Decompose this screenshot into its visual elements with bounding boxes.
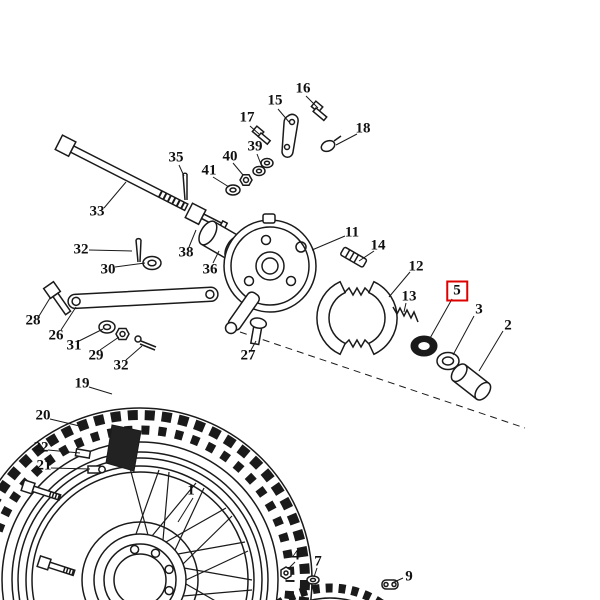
part-label-22: 22 (33, 439, 49, 456)
valve-piece (87, 465, 106, 474)
sprocket-drawing (276, 566, 399, 600)
torque-arm-drawing (42, 280, 219, 351)
wheel-drawing (0, 407, 313, 600)
part-label-2: 2 (504, 317, 512, 334)
part-label-41: 41 (201, 162, 217, 179)
part-label-17: 17 (239, 109, 255, 126)
seal-washer-drawing (436, 351, 460, 371)
part-label-30: 30 (100, 261, 116, 278)
part-label-5-highlighted: 5 (446, 280, 468, 302)
bearing-drawing (410, 335, 438, 357)
part-label-20: 20 (35, 407, 51, 424)
part-label-9: 9 (405, 568, 413, 585)
spring-drawing (392, 306, 419, 323)
brake-shoes-drawing (316, 280, 398, 356)
mount-bolts-drawing (20, 479, 76, 577)
part-label-39: 39 (247, 138, 263, 155)
part-label-7: 7 (314, 553, 322, 570)
part-label-32b: 32 (113, 357, 129, 374)
brake-plate-drawing (223, 213, 317, 335)
axle-drawing (54, 134, 189, 212)
part-label-33: 33 (89, 203, 105, 220)
part-label-18: 18 (355, 120, 371, 137)
rim-lock (105, 424, 142, 472)
part-label-16: 16 (295, 80, 311, 97)
part-label-40: 40 (222, 148, 238, 165)
part-label-11: 11 (344, 224, 360, 241)
part-label-3: 3 (475, 301, 483, 318)
washer-pin-drawing (135, 237, 162, 271)
axis-dashed-line (239, 331, 526, 429)
part-label-38: 38 (178, 244, 194, 261)
rim-band-piece (74, 447, 92, 460)
collar-drawing (450, 363, 492, 401)
part-label-4: 4 (292, 547, 300, 564)
camshaft-drawing (340, 246, 368, 268)
washer-stack-drawing (225, 157, 274, 196)
part-label-29: 29 (88, 347, 104, 364)
part-label-36: 36 (202, 261, 218, 278)
part-label-19: 19 (74, 375, 90, 392)
linkage-drawing (251, 100, 342, 158)
part-label-32: 32 (73, 241, 89, 258)
part-label-35: 35 (168, 149, 184, 166)
part-label-26: 26 (48, 327, 64, 344)
part-label-1: 1 (187, 482, 195, 499)
part-label-21: 21 (36, 457, 52, 474)
part-label-14: 14 (370, 237, 386, 254)
leader-lines (38, 95, 504, 584)
part-label-27: 27 (240, 347, 256, 364)
part-label-31: 31 (66, 337, 82, 354)
pivot-bolt-drawing (249, 317, 268, 346)
spokes (129, 467, 253, 600)
part-label-15: 15 (267, 92, 283, 109)
part-label-12: 12 (408, 258, 424, 275)
cotter-pin-drawing (182, 172, 188, 201)
part-label-28: 28 (25, 312, 41, 329)
part-label-13: 13 (401, 288, 417, 305)
